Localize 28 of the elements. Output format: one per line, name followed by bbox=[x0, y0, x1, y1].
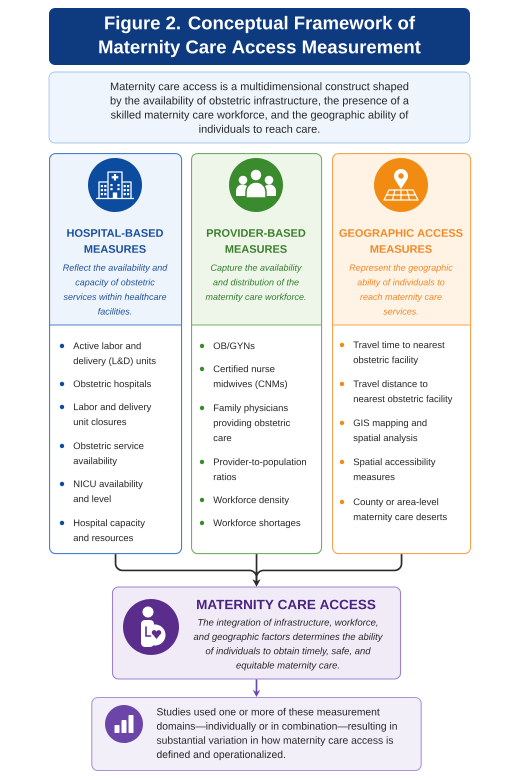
list-item: Obstetric hospitals bbox=[74, 380, 151, 390]
list-item: OB/GYNs bbox=[214, 342, 255, 350]
title-banner: Figure 2. Conceptual Framework of Maternity Care Access Measurement bbox=[49, 8, 470, 65]
list-item: Hospital capacity and resources bbox=[74, 519, 145, 542]
list-item: Workforce density bbox=[213, 496, 290, 506]
note-box: Studies used one or more of these measurement domains—individually or in combination—resulting in substantial variation in how maternity care access is defined and operationalized. bbox=[91, 696, 422, 772]
intro-box: Maternity care access is a multidimensional construct shaped by the availability of obstetric infrastructure, the presence of a skilled maternity care workforce, and the geographic ability of individuals to reach care. bbox=[48, 72, 470, 144]
panel-heading: HOSPITAL-BASED MEASURES bbox=[67, 229, 164, 253]
box-heading: MATERNITY CARE ACCESS bbox=[197, 600, 376, 610]
list-item: Labor and delivery unit closures bbox=[74, 403, 152, 426]
list-item: Provider-to-population ratios bbox=[214, 458, 306, 480]
panel-heading: GEOGRAPHIC ACCESS MEASURES bbox=[339, 229, 463, 253]
list-item: NICU availability and level bbox=[74, 480, 143, 502]
panel-heading: PROVIDER-BASED MEASURES bbox=[206, 229, 306, 253]
list-item: Travel distance to nearest obstetric facility bbox=[353, 380, 452, 404]
panel-description: Reflect the availability and capacity of obstetric services within healthcare facilities. bbox=[63, 264, 168, 315]
list-item: Workforce shortages bbox=[213, 519, 300, 528]
list-item: Spatial accessibility measures bbox=[354, 458, 436, 480]
panel-description: Represent the geographic ability of individuals to reach maternity care services. bbox=[350, 264, 453, 315]
list-item: Family physicians providing obstetric care bbox=[214, 404, 290, 442]
list-item: GIS mapping and spatial analysis bbox=[353, 419, 427, 444]
list-item: Travel time to nearest obstetric facility bbox=[353, 341, 445, 366]
panel-description: Capture the availability and distribution of the maternity care workforce. bbox=[206, 264, 306, 302]
list-item: Active labor and delivery (L&D) units bbox=[73, 342, 156, 366]
list-item: Obstetric service availability bbox=[74, 442, 144, 466]
list-item: County or area-level maternity care deserts bbox=[354, 498, 447, 522]
list-item: Certified nurse midwives (CNMs) bbox=[214, 365, 287, 390]
box-description: The integration of infrastructure, workforce, and geographic factors determines the ability of individuals to obtain timely, safe, and equitable maternity care. bbox=[194, 618, 383, 670]
